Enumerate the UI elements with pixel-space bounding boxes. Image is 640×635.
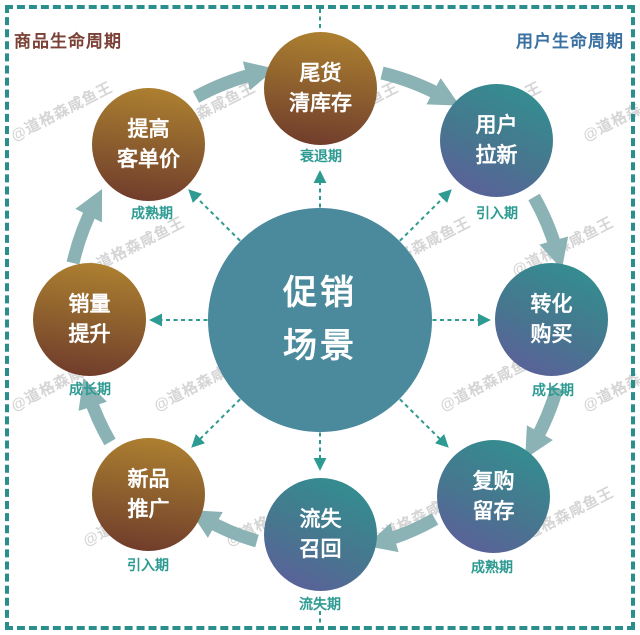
node-churn-recall: 流失 召回 [264, 478, 377, 591]
stage-label-introduction-user: 引入期 [476, 205, 518, 221]
node-churn-recall-line1: 流失 [299, 507, 342, 531]
stage-label-maturity-product: 成熟期 [131, 205, 173, 221]
node-raise-order-value-line1: 提高 [127, 117, 170, 141]
flow-arrows [66, 61, 569, 553]
stage-label-maturity-user: 成熟期 [471, 559, 513, 575]
stage-label-decline: 衰退期 [300, 148, 342, 164]
stage-label-churn: 流失期 [299, 596, 341, 612]
flow-arrow-top-to-topright [380, 66, 460, 106]
product-lifecycle-title: 商品生命周期 [14, 32, 122, 51]
flow-arrow-right-to-bottomright [525, 386, 564, 459]
node-user-acquisition: 用户 拉新 [440, 84, 553, 197]
node-promo-scenarios-line2: 场景 [283, 327, 357, 365]
flow-arrow-bottomright-to-bottom [365, 513, 439, 553]
node-sales-boost: 销量 提升 [33, 263, 146, 376]
flow-arrow-left-to-topleft [66, 188, 103, 265]
node-conversion-purchase-line2: 购买 [530, 322, 573, 346]
node-clear-inventory: 尾货 清库存 [264, 32, 377, 145]
node-new-product-promotion-line2: 推广 [127, 497, 170, 521]
stage-label-growth-product: 成长期 [69, 381, 111, 397]
stage-label-growth-user: 成长期 [532, 382, 574, 398]
flow-arrow-topright-to-right [528, 193, 569, 270]
stage-label-introduction-product: 引入期 [127, 557, 169, 573]
node-clear-inventory-line2: 清库存 [289, 91, 352, 115]
node-user-acquisition-line1: 用户 [475, 113, 518, 137]
node-repurchase-retention-line1: 复购 [472, 469, 515, 493]
node-user-acquisition-line2: 拉新 [475, 143, 518, 167]
node-new-product-promotion-line1: 新品 [127, 467, 170, 491]
user-lifecycle-title: 用户生命周期 [516, 32, 624, 51]
flow-arrow-bottomleft-to-left [78, 377, 116, 446]
node-sales-boost-line2: 提升 [68, 322, 111, 346]
node-promo-scenarios-line1: 促销 [283, 274, 357, 312]
flow-arrow-bottom-to-bottomleft [189, 510, 259, 548]
node-churn-recall-line2: 召回 [299, 537, 342, 561]
node-repurchase-retention-line2: 留存 [472, 499, 515, 523]
node-promo-scenarios: 促销 场景 [208, 208, 432, 432]
node-raise-order-value: 提高 客单价 [92, 88, 205, 201]
flow-arrow-topleft-to-top [192, 61, 276, 103]
node-new-product-promotion: 新品 推广 [92, 438, 205, 551]
node-sales-boost-line1: 销量 [68, 292, 111, 316]
node-clear-inventory-line1: 尾货 [299, 61, 342, 85]
node-repurchase-retention: 复购 留存 [437, 440, 550, 553]
node-conversion-purchase-line1: 转化 [530, 292, 573, 316]
node-conversion-purchase: 转化 购买 [495, 263, 608, 376]
node-raise-order-value-line2: 客单价 [117, 147, 180, 171]
